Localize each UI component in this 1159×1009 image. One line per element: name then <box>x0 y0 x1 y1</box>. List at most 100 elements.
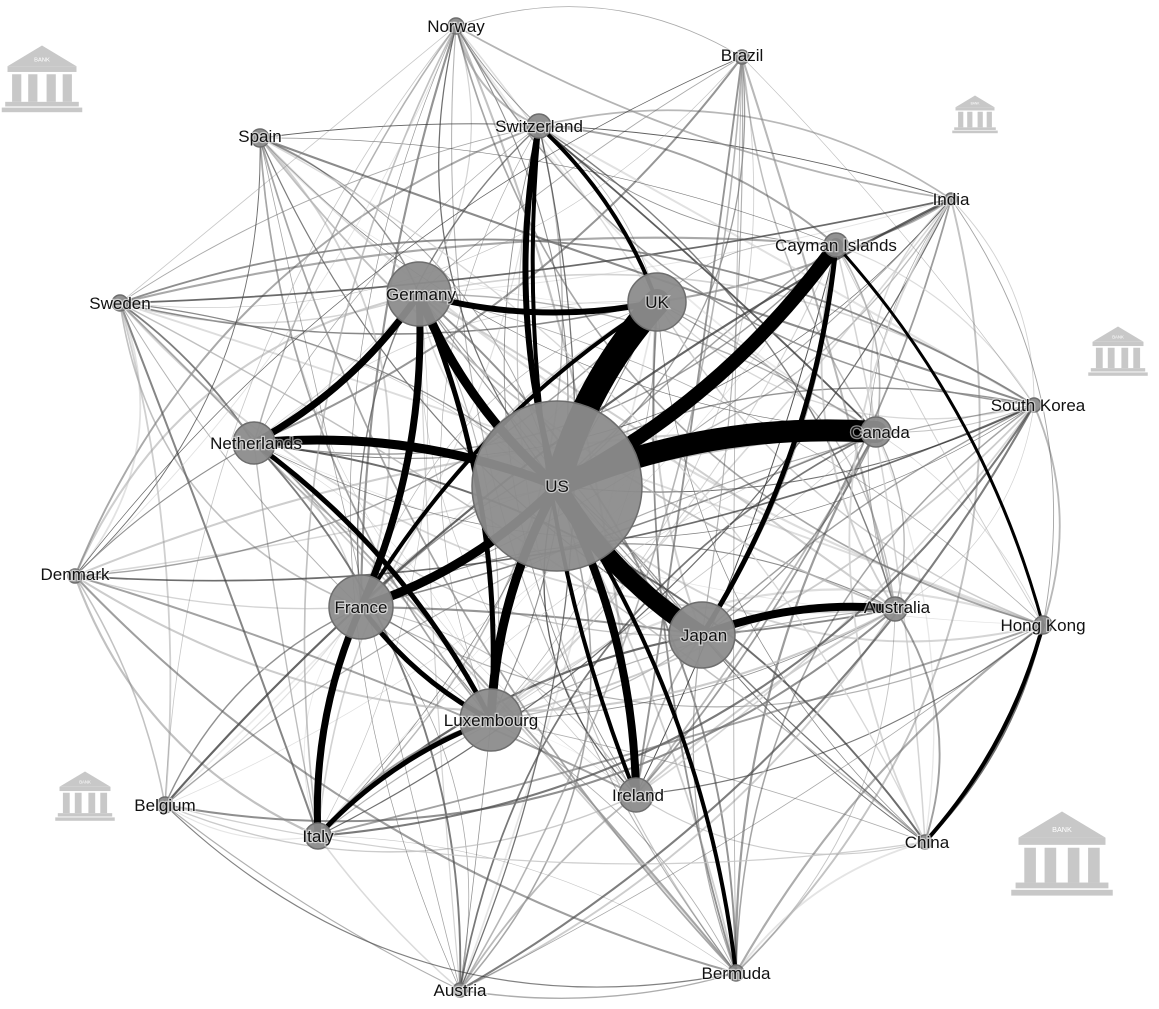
edge <box>735 624 1044 974</box>
edge <box>253 25 457 444</box>
label-japan: Japan <box>681 626 727 645</box>
edge <box>635 608 896 796</box>
edge <box>459 794 637 991</box>
edge <box>455 25 658 303</box>
edge <box>317 404 1035 838</box>
edge <box>259 123 952 200</box>
edge <box>735 198 981 974</box>
edge <box>455 25 540 127</box>
edge <box>253 442 703 637</box>
node-hong-kong <box>1033 615 1053 635</box>
label-austria: Austria <box>434 981 487 1000</box>
edge <box>455 25 877 433</box>
edge <box>119 25 457 304</box>
edge-cayman-islands-hong-kong <box>834 243 1045 627</box>
edge <box>835 244 1044 626</box>
edge <box>164 804 461 991</box>
node-italy <box>304 822 332 850</box>
edge <box>455 25 1035 406</box>
edge <box>418 293 1044 626</box>
edge <box>455 25 837 246</box>
edge <box>74 301 658 577</box>
edge <box>440 125 540 721</box>
edge-netherlands-luxembourg <box>251 440 494 723</box>
edge <box>875 404 1035 433</box>
bank-icon-top-left: BANK <box>1 45 83 113</box>
edge <box>317 835 737 974</box>
edge <box>164 125 540 806</box>
edge <box>741 56 877 433</box>
edge <box>734 431 877 974</box>
edge <box>490 431 877 721</box>
edge <box>119 56 743 308</box>
node-switzerland <box>526 113 552 139</box>
edge <box>835 244 1035 406</box>
node-france <box>328 574 394 640</box>
label-italy: Italy <box>302 827 334 846</box>
edge <box>875 431 1044 626</box>
label-bermuda: Bermuda <box>702 964 772 983</box>
edge <box>253 442 319 837</box>
edge <box>119 302 319 837</box>
edge <box>317 835 461 991</box>
label-spain: Spain <box>238 127 281 146</box>
node-canada <box>860 416 892 448</box>
edge <box>635 56 743 796</box>
edge <box>73 575 319 837</box>
label-denmark: Denmark <box>41 565 110 584</box>
edge <box>418 56 743 295</box>
node-china <box>917 834 933 850</box>
edge <box>119 125 540 304</box>
edge <box>692 634 737 974</box>
node-norway <box>447 17 465 35</box>
label-canada: Canada <box>850 423 910 442</box>
node-india <box>944 192 958 206</box>
edge <box>538 125 837 246</box>
nodes-layer <box>67 17 1053 998</box>
edge <box>701 634 926 843</box>
edge <box>164 794 637 853</box>
label-brazil: Brazil <box>721 46 764 65</box>
edge <box>360 606 637 796</box>
bank-icon-text: BANK <box>1052 825 1072 834</box>
edge <box>459 972 737 999</box>
edge <box>317 608 896 837</box>
edge <box>459 56 743 991</box>
edge <box>950 198 1035 406</box>
edge <box>259 137 492 721</box>
edge <box>538 109 952 200</box>
node-japan <box>668 601 736 669</box>
node-us <box>471 400 643 572</box>
bank-icon-text: BANK <box>971 102 981 106</box>
node-cayman-islands <box>823 232 849 258</box>
edge <box>459 301 658 991</box>
edge <box>635 198 952 796</box>
edge <box>303 25 457 837</box>
edge <box>164 804 737 988</box>
edge <box>516 125 737 974</box>
edge <box>490 404 1035 721</box>
edge <box>164 244 837 806</box>
edge <box>253 442 926 843</box>
edge <box>119 198 952 304</box>
node-sweden <box>111 294 129 312</box>
bank-icon-text: BANK <box>34 58 50 64</box>
edge <box>74 125 540 577</box>
edge <box>459 624 1044 991</box>
label-ireland: Ireland <box>612 786 664 805</box>
label-luxembourg: Luxembourg <box>444 711 539 730</box>
edge <box>459 404 1035 991</box>
edge <box>733 56 743 974</box>
edge <box>119 236 837 305</box>
edge <box>74 575 362 610</box>
label-switzerland: Switzerland <box>495 117 583 136</box>
edge <box>253 56 743 444</box>
edge <box>360 606 1044 708</box>
label-australia: Australia <box>864 598 931 617</box>
bank-icon-text: BANK <box>79 779 91 784</box>
edge <box>835 244 881 433</box>
label-belgium: Belgium <box>134 796 195 815</box>
label-south-korea: South Korea <box>991 396 1086 415</box>
